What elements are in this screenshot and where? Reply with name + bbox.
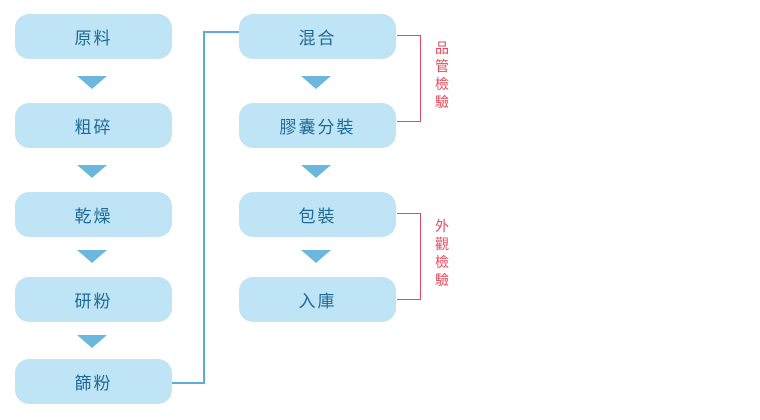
step-label: 包裝 [298, 207, 337, 227]
connector-horizontal-top [203, 31, 240, 33]
down-arrow-icon [77, 250, 107, 263]
step-raw-material: 原料 [15, 14, 172, 59]
step-warehouse: 入庫 [239, 277, 396, 322]
step-label: 膠囊分裝 [279, 118, 356, 138]
appearance-inspection-bracket [397, 213, 421, 300]
step-dry: 乾燥 [15, 192, 172, 237]
appearance-inspection-label: 外觀檢驗 [435, 219, 449, 289]
down-arrow-icon [77, 335, 107, 348]
step-package: 包裝 [239, 192, 396, 237]
step-coarse-crush: 粗碎 [15, 103, 172, 148]
down-arrow-icon [301, 165, 331, 178]
quality-inspection-label: 品管檢驗 [435, 41, 449, 111]
step-capsule-fill: 膠囊分裝 [239, 103, 396, 148]
step-label: 原料 [74, 29, 113, 49]
quality-inspection-bracket [397, 35, 421, 122]
step-label: 乾燥 [74, 207, 113, 227]
step-label: 研粉 [74, 292, 113, 312]
step-label: 混合 [298, 29, 337, 49]
step-grind: 研粉 [15, 277, 172, 322]
down-arrow-icon [77, 76, 107, 89]
step-sieve: 篩粉 [15, 359, 172, 404]
step-label: 粗碎 [74, 118, 113, 138]
down-arrow-icon [301, 76, 331, 89]
connector-vertical [203, 31, 205, 384]
down-arrow-icon [301, 250, 331, 263]
step-label: 入庫 [298, 292, 337, 312]
step-label: 篩粉 [74, 374, 113, 394]
down-arrow-icon [77, 165, 107, 178]
step-mix: 混合 [239, 14, 396, 59]
connector-horizontal-bottom [172, 382, 205, 384]
